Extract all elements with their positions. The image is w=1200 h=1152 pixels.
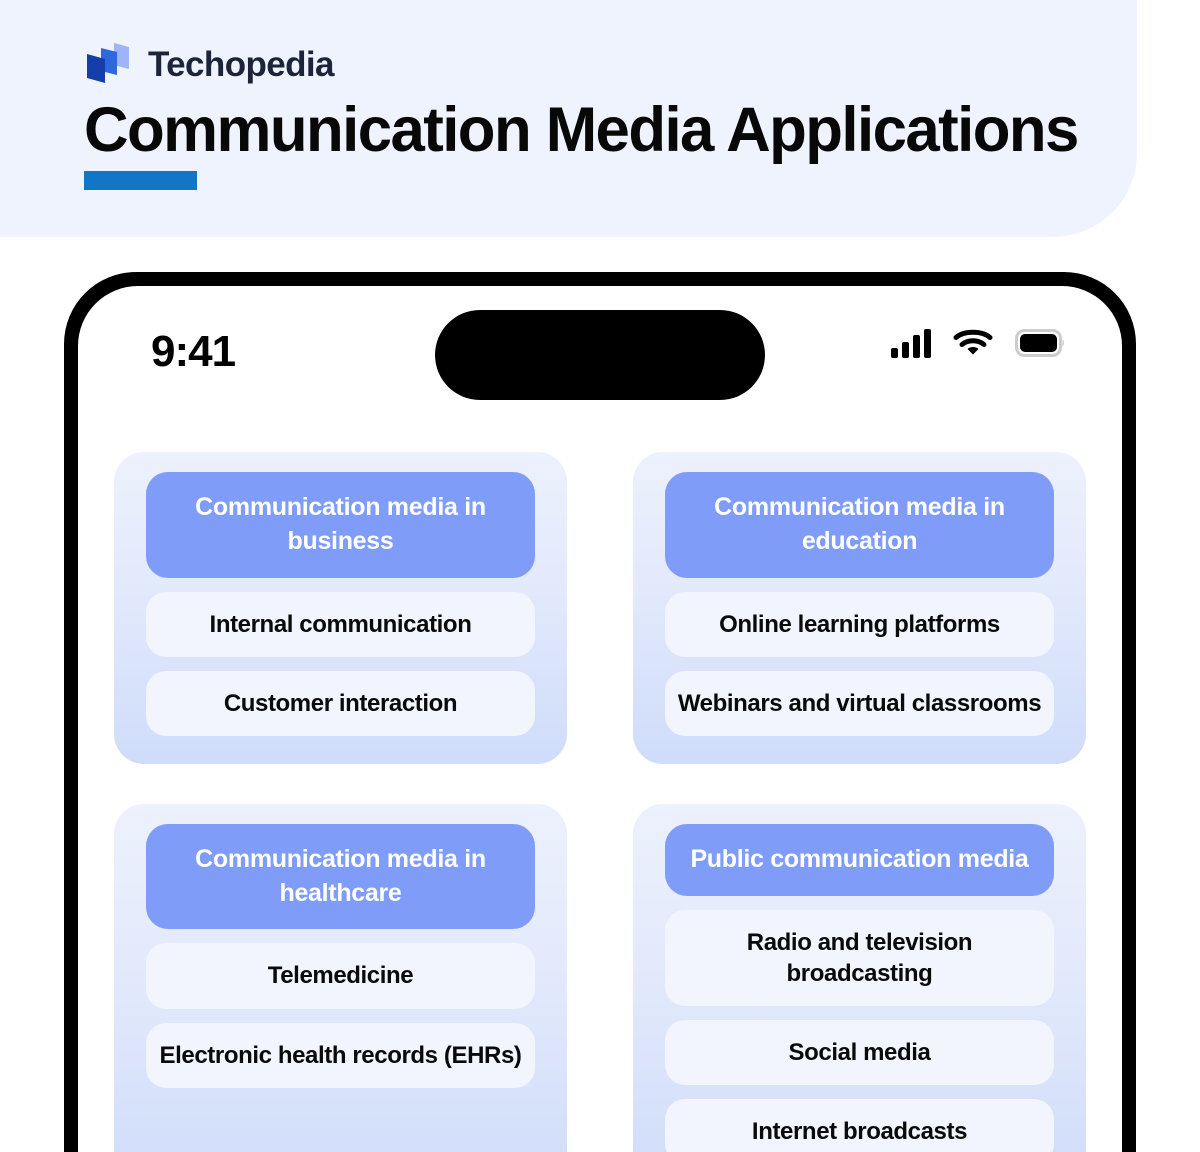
card-item[interactable]: Telemedicine (146, 943, 535, 1009)
phone-content: Communication media in business Internal… (78, 412, 1122, 1152)
card-item[interactable]: Online learning platforms (665, 591, 1054, 657)
status-bar-time: 9:41 (151, 327, 236, 376)
page-title: Communication Media Applications (84, 95, 1079, 165)
brand-name: Techopedia (148, 44, 334, 84)
status-bar-icons (891, 328, 1065, 358)
page-header-band: Techopedia Communication Media Applicati… (0, 0, 1137, 237)
card-communication-media-in-business[interactable]: Communication media in business Internal… (114, 452, 567, 764)
card-grid: Communication media in business Internal… (114, 452, 1086, 1152)
status-bar: 9:41 (78, 286, 1122, 412)
card-public-communication-media[interactable]: Public communication media Radio and tel… (633, 803, 1086, 1152)
card-header: Communication media in business (146, 472, 535, 578)
card-communication-media-in-education[interactable]: Communication media in education Online … (633, 452, 1086, 764)
card-item[interactable]: Social media (665, 1020, 1054, 1086)
card-header: Communication media in healthcare (146, 823, 535, 930)
card-item[interactable]: Electronic health records (EHRs) (146, 1022, 535, 1088)
dynamic-island (435, 310, 765, 400)
techopedia-logo-icon (84, 41, 132, 87)
wifi-icon (953, 328, 993, 358)
cellular-signal-icon (891, 328, 931, 358)
card-item[interactable]: Customer interaction (146, 670, 535, 736)
card-header: Public communication media (665, 823, 1054, 896)
card-header: Communication media in education (665, 472, 1054, 578)
card-communication-media-in-healthcare[interactable]: Communication media in healthcare Teleme… (114, 803, 567, 1152)
title-underline-accent (84, 171, 197, 190)
phone-screen: 9:41 (78, 286, 1122, 1152)
card-item[interactable]: Radio and television broadcasting (665, 909, 1054, 1006)
battery-full-icon (1015, 329, 1065, 357)
phone-mockup-frame: 9:41 (64, 272, 1136, 1152)
card-item[interactable]: Webinars and virtual classrooms (665, 670, 1054, 736)
brand: Techopedia (84, 41, 334, 87)
card-item[interactable]: Internet broadcasts (665, 1099, 1054, 1152)
card-item[interactable]: Internal communication (146, 591, 535, 657)
